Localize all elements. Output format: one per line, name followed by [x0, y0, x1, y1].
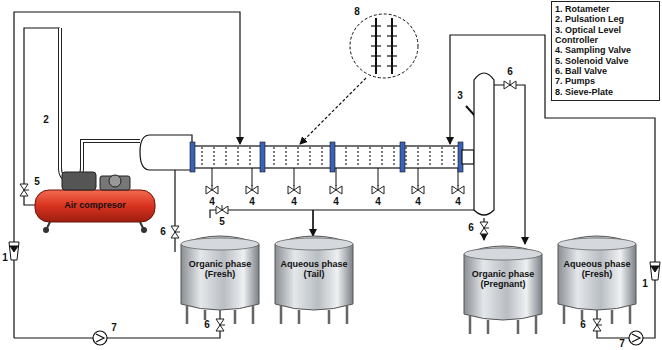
legend-item: 8. Sieve-Plate	[555, 87, 656, 97]
callout-number: 4	[208, 197, 216, 207]
air-compressor	[35, 172, 155, 233]
tank-label: Organic phase (Pregnant)	[465, 260, 541, 300]
node-text: Aqueous phase (Tail)	[277, 260, 351, 280]
node-text: Air compresor	[51, 201, 139, 211]
callout-number: 6	[467, 223, 475, 233]
callout-number: 4	[374, 197, 382, 207]
legend-item: 5. Solenoid Valve	[555, 56, 656, 66]
callout-number: 6	[203, 320, 211, 330]
callout-number: 5	[218, 217, 226, 227]
node-text: Organic phase (Pregnant)	[466, 270, 540, 290]
callout-number: 6	[506, 67, 514, 77]
legend-item: 1. Rotameter	[555, 4, 656, 14]
callout-number: 1	[641, 279, 649, 289]
compressor-label: Air compresor	[50, 199, 140, 213]
callout-number: 5	[33, 177, 41, 187]
legend-item: 2. Pulsation Leg	[555, 14, 656, 24]
callout-number: 1	[1, 253, 9, 263]
tank-label: Aqueous phase (Fresh)	[559, 250, 635, 290]
callout-number: 7	[618, 339, 626, 349]
callout-number: 3	[456, 91, 464, 101]
callout-number: 4	[414, 197, 422, 207]
legend-item: 3. Optical Level Controller	[555, 25, 656, 46]
legend-item: 4. Sampling Valve	[555, 45, 656, 55]
callout-number: 6	[159, 227, 167, 237]
callout-number: 4	[290, 197, 298, 207]
node-text: Organic phase (Fresh)	[183, 260, 257, 280]
legend-box: 1. Rotameter2. Pulsation Leg3. Optical L…	[551, 1, 660, 101]
legend-item: 7. Pumps	[555, 76, 656, 86]
legend-item: 6. Ball Valve	[555, 66, 656, 76]
tank-label: Aqueous phase (Tail)	[276, 250, 352, 290]
callout-number: 4	[332, 197, 340, 207]
tank-label: Organic phase (Fresh)	[182, 250, 258, 290]
callout-number: 6	[579, 320, 587, 330]
callout-number: 4	[454, 197, 462, 207]
callout-number: 7	[110, 323, 118, 333]
callout-number: 8	[353, 7, 361, 17]
callout-number: 2	[42, 115, 50, 125]
callout-number: 4	[248, 197, 256, 207]
node-text: Aqueous phase (Fresh)	[560, 260, 634, 280]
